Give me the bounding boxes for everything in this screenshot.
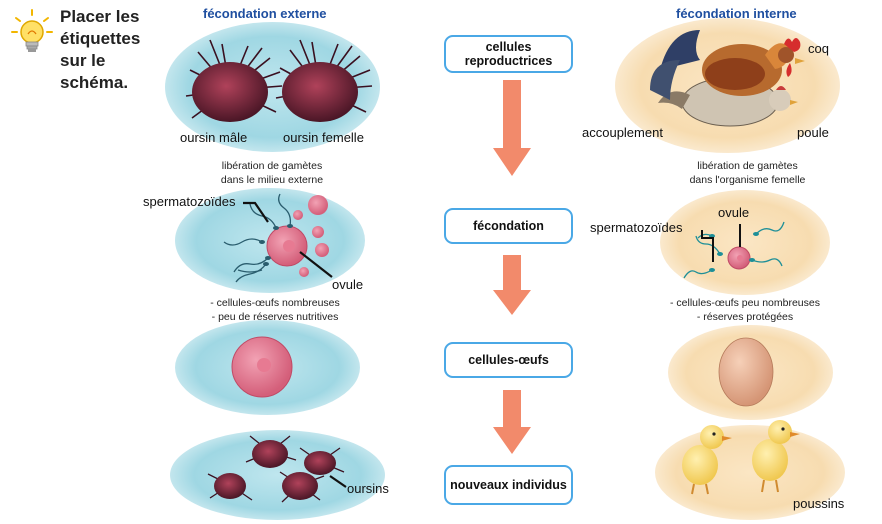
box-egg-cells: cellules-œufs	[444, 342, 573, 378]
instruction-line: étiquettes	[60, 29, 141, 48]
sperm-pointer-line	[243, 201, 269, 223]
instruction-line: Placer les	[60, 7, 140, 26]
right-column-title: fécondation interne	[676, 6, 797, 21]
caption-line: libération de gamètes	[697, 160, 798, 172]
left-caption-eggs: - cellules-œufs nombreuses - peu de rése…	[175, 296, 375, 324]
label-chicks: poussins	[793, 496, 845, 511]
instruction-line: sur le	[60, 51, 106, 70]
label-hen: poule	[797, 125, 829, 140]
box-reproductive-cells: cellules reproductrices	[444, 35, 573, 73]
female-urchin-icon	[275, 39, 373, 122]
caption-line: dans l'organisme femelle	[689, 174, 806, 186]
instruction-line: schéma.	[60, 73, 129, 92]
label-female-urchin: oursin femelle	[283, 130, 364, 145]
instruction-text: Placer les étiquettes sur le schéma.	[60, 6, 140, 94]
box-new-individuals: nouveaux individus	[444, 465, 573, 505]
label-urchins: oursins	[347, 481, 389, 496]
label-sperm-left: spermatozoïdes	[143, 194, 236, 209]
right-caption-gametes: libération de gamètes dans l'organisme f…	[660, 159, 835, 187]
lightbulb-icon	[10, 8, 54, 58]
rooster-icon	[650, 30, 805, 100]
caption-line: libération de gamètes	[221, 160, 323, 172]
arrow-down-icon	[493, 80, 531, 176]
external-eggs-icon	[293, 195, 329, 277]
label-mating: accouplement	[582, 125, 663, 140]
left-column-title: fécondation externe	[203, 6, 327, 21]
egg-cell-icon	[231, 336, 293, 398]
caption-line: - peu de réserves nutritives	[211, 311, 339, 323]
external-ovum-icon	[266, 225, 308, 267]
caption-line: - cellules-œufs nombreuses	[210, 297, 340, 309]
caption-line: dans le milieu externe	[220, 174, 324, 186]
internal-sperm-pointer-line	[701, 230, 714, 262]
flow-arrows	[493, 80, 531, 454]
internal-ovum-icon	[727, 246, 751, 270]
male-urchin-icon	[185, 39, 283, 122]
arrow-down-icon	[493, 390, 531, 454]
label-male-urchin: oursin mâle	[180, 130, 248, 145]
caption-line: - cellules-œufs peu nombreuses	[670, 297, 820, 309]
external-sperm-icon	[223, 193, 292, 283]
arrow-down-icon	[493, 255, 531, 315]
caption-line: - réserves protégées	[696, 311, 794, 323]
ovum-pointer-line	[299, 251, 333, 278]
label-rooster: coq	[808, 41, 829, 56]
internal-gametes-background	[660, 190, 830, 295]
left-caption-gametes: libération de gamètes dans le milieu ext…	[187, 159, 357, 187]
label-ovum-left: ovule	[332, 277, 364, 292]
label-ovum-right: ovule	[718, 205, 750, 220]
urchins-pointer-line	[329, 475, 347, 488]
chicken-egg-icon	[718, 337, 774, 407]
box-fertilization: fécondation	[444, 208, 573, 244]
label-sperm-right: spermatozoïdes	[590, 220, 683, 235]
young-urchins-icon	[207, 435, 345, 503]
chicks-icon	[682, 420, 800, 495]
right-caption-eggs: - cellules-œufs peu nombreuses - réserve…	[645, 296, 845, 324]
